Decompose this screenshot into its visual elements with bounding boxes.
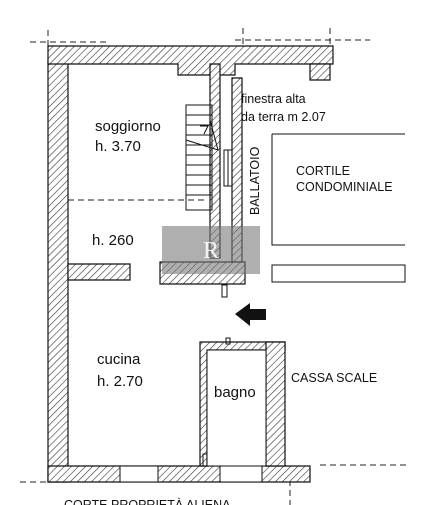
finestra-marker	[223, 149, 233, 187]
label-bagno: bagno	[214, 384, 256, 401]
door-stubs	[202, 284, 231, 467]
label-soggiorno-height: h. 3.70	[95, 138, 141, 155]
label-cucina-height: h. 2.70	[97, 373, 143, 390]
watermark: R	[162, 226, 260, 274]
label-cassa-scale: CASSA SCALE	[291, 371, 377, 385]
svg-text:R: R	[203, 238, 219, 264]
bottom-openings	[119, 465, 263, 483]
entrance-arrow-icon	[235, 303, 266, 326]
label-finestra-line2: da terra m 2.07	[241, 110, 326, 124]
label-condominiale: CONDOMINIALE	[296, 180, 393, 194]
cortile-boundary	[271, 133, 406, 283]
label-cortile: CORTILE	[296, 164, 350, 178]
label-cucina: cucina	[97, 351, 141, 368]
staircase	[185, 104, 219, 211]
label-soggiorno: soggiorno	[95, 118, 161, 135]
bagno-room	[206, 349, 267, 467]
label-finestra-line1: finestra alta	[241, 92, 306, 106]
label-corte-proprieta-aliena: CORTE PROPRIETÀ ALIENA	[64, 497, 231, 505]
label-ballatoio: BALLATOIO	[248, 146, 262, 215]
label-h260: h. 260	[92, 232, 134, 249]
